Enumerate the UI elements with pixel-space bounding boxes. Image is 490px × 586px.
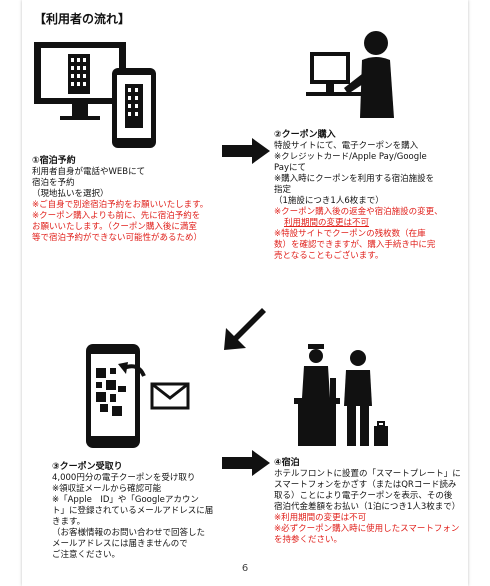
step2-note: ※クーポン購入後の返金や宿泊施設の変更、 [274,207,443,217]
step4-note: ※利用期間の変更は不可 [274,513,367,523]
step2-line: ※購入時にクーポンを利用する宿泊施設を [274,174,435,184]
step1-text: ①宿泊予約 利用者自身が電話やWEBにて 宿泊を予約 （現地払いを選択） ※ご自… [32,156,208,244]
step2-line: Payにて [274,163,306,173]
step3-line: ※領収証メールから確認可能 [52,484,162,494]
step1-note: 等で宿泊予約ができない可能性があるため） [32,233,203,243]
step4-line: スマートフォンをかざす（またはQRコード読み [274,480,457,490]
step3-line: きます。 [52,517,86,527]
diagonal-arrow-icon [224,308,266,350]
step3-line: 4,000円分の電子クーポンを受け取り [52,473,196,483]
step4-text: ④宿泊 ホテルフロントに設置の「スマートプレート」に スマートフォンをかざす（ま… [274,458,461,546]
step1-note: ※ご自身で別途宿泊予約をお願いいたします。 [32,200,209,210]
hotel-front-desk-icon [292,334,390,448]
step3-line: ※「Apple ID」や「Googleアカウン [52,495,199,505]
step4-line: ホテルフロントに設置の「スマートプレート」に [274,469,461,479]
step2-note: 数）を確認できますが、購入手続き中に完 [274,240,436,250]
step3-title: ③クーポン受取り [52,462,123,472]
step1-line: 利用者自身が電話やWEBにて [32,167,146,177]
step3-line: （お客様情報のお問い合わせで回答した [52,528,206,538]
step4-note: ※必ずクーポン購入時に使用したスマートフォン [274,524,460,534]
step1-line: 宿泊を予約 [32,178,75,188]
step4-note: を持参ください。 [274,535,343,545]
step2-line: ※クレジットカード/Apple Pay/Google [274,152,427,162]
step2-line: 特設サイトにて、電子クーポンを購入 [274,141,419,151]
step2-note: 利用期間の変更は不可 [284,218,370,228]
step1-note: ※クーポン購入よりも前に、先に宿泊予約を [32,211,201,221]
step1-note: お願いいたします。（クーポン購入後に満室 [32,222,197,232]
step1-line: （現地払いを選択） [32,189,109,199]
right-arrow-icon [222,450,270,476]
step3-line: メールアドレスには届きませんので [52,539,188,549]
step3-text: ③クーポン受取り 4,000円分の電子クーポンを受け取り ※領収証メールから確認… [52,462,213,561]
step2-title: ②クーポン購入 [274,130,336,140]
step4-title: ④宿泊 [274,458,300,468]
step2-line: 指定 [274,185,292,195]
step2-line: （1施設につき1人6枚まで） [274,196,384,206]
step2-text: ②クーポン購入 特設サイトにて、電子クーポンを購入 ※クレジットカード/Appl… [274,130,443,262]
page-heading: 【利用者の流れ】 [34,12,131,26]
phone-qr-mail-icon [86,344,190,448]
document-page: 【利用者の流れ】 ①宿泊予約 利用者自身が電話やWEBにて 宿泊を予約 （現地 [22,0,468,586]
person-at-computer-icon [306,31,394,118]
step4-line: 宿泊代金差額をお払い（1泊につき1人3枚まで） [274,502,461,512]
step3-line: ご注意ください。 [52,550,121,560]
step2-note: ※特設サイトでクーポンの残枚数（在庫 [274,229,426,239]
page-number: 6 [241,563,249,574]
step2-note: 売となることもございます。 [274,251,384,261]
right-arrow-icon [222,138,270,164]
step3-line: ト」に登録されているメールアドレスに届 [52,506,214,516]
step4-line: 取る）ことにより電子クーポンを表示、その後 [274,491,453,501]
pc-and-phone-icon [34,42,156,148]
step1-title: ①宿泊予約 [32,156,76,166]
